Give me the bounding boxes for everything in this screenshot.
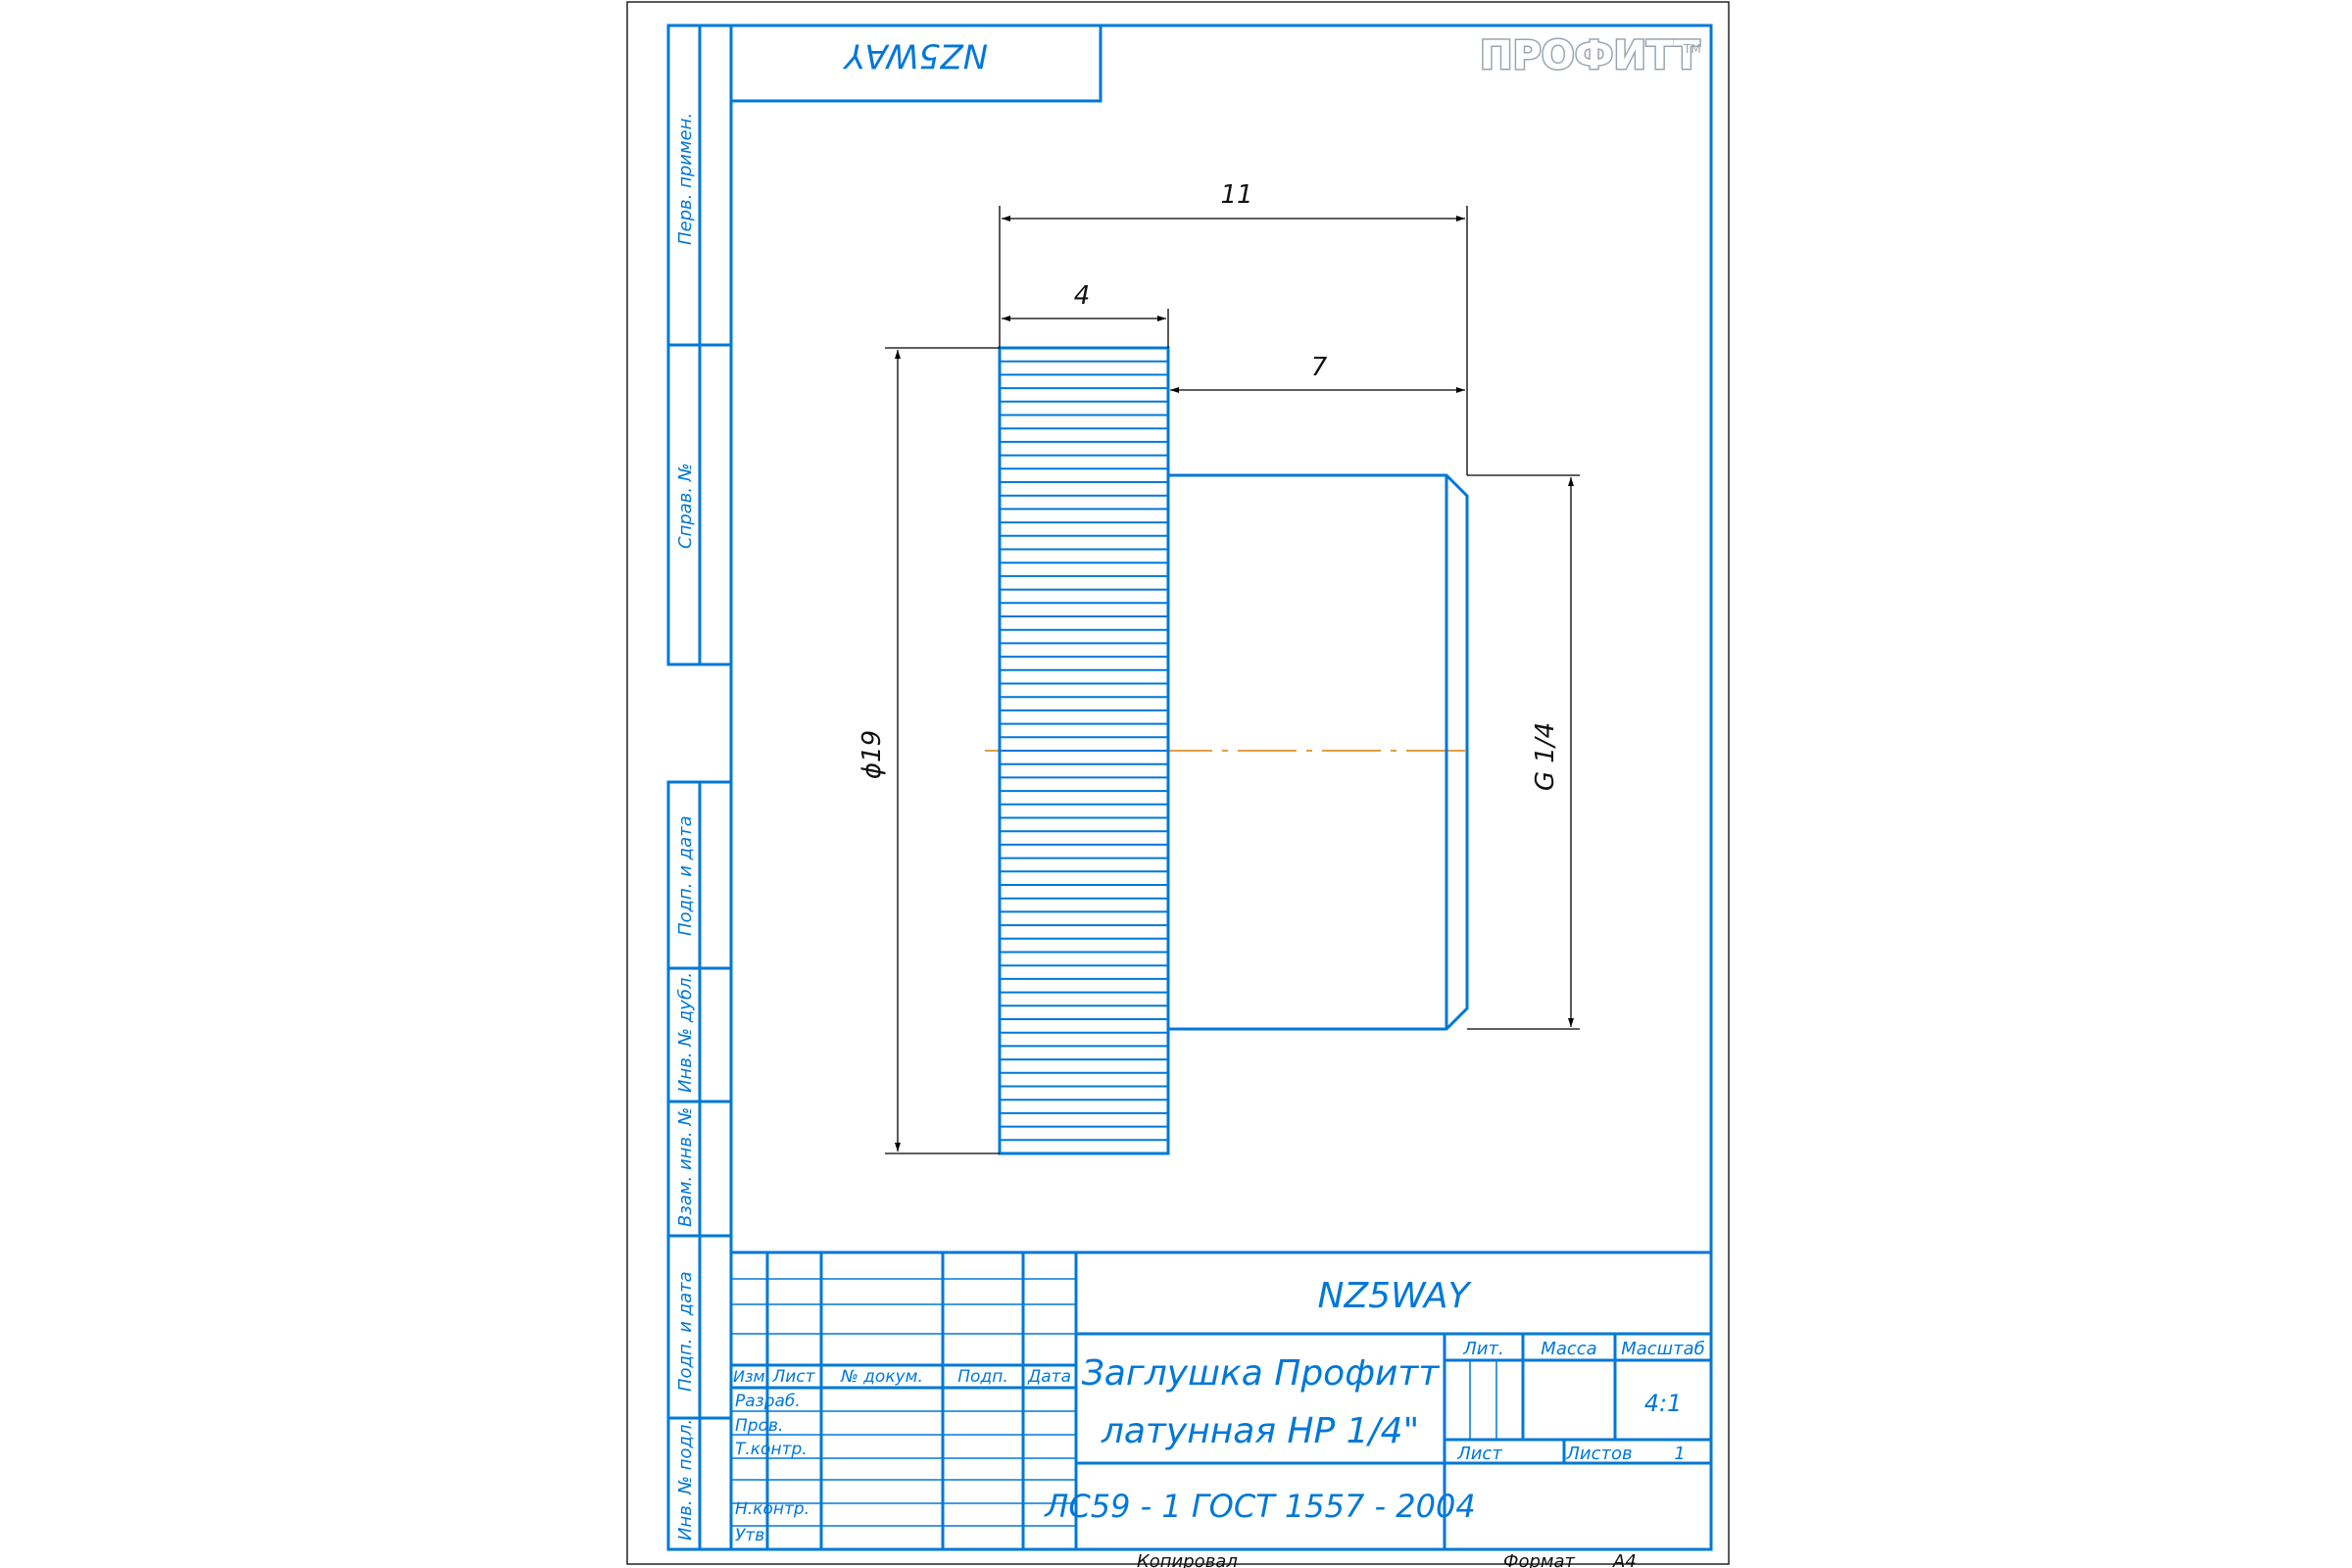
- side-label-first-use: Перв. примен.: [675, 113, 696, 245]
- dim-overall-length: 11: [1220, 180, 1252, 210]
- side-label-sign-date-2: Подп. и дата: [675, 1271, 696, 1392]
- title-name-line1: Заглушка Профитт: [1082, 1353, 1441, 1394]
- row-tkontr: Т.контр.: [735, 1440, 808, 1459]
- row-utv: Утв.: [735, 1526, 770, 1545]
- sheets-label: Листов: [1565, 1444, 1632, 1464]
- side-label-interchange-inv-no: Взам. инв. №: [675, 1107, 696, 1227]
- col-list: Лист: [771, 1367, 815, 1387]
- col-date: Дата: [1027, 1367, 1071, 1387]
- brand-logo-text: ПРОФИТТ: [1480, 33, 1700, 78]
- scale-label: Масштаб: [1621, 1339, 1705, 1359]
- mass-label: Масса: [1541, 1339, 1596, 1359]
- side-label-inv-no-dupl: Инв. № дубл.: [675, 972, 696, 1093]
- row-prov: Пров.: [735, 1416, 783, 1436]
- side-label-sign-date-1: Подп. и дата: [675, 815, 696, 936]
- title-block: [731, 1250, 1711, 1549]
- sheets-value: 1: [1674, 1444, 1685, 1464]
- mirrored-code-box: [729, 24, 1102, 103]
- title-material: ЛС59 - 1 ГОСТ 1557 - 2004: [1044, 1488, 1475, 1525]
- col-doc: № докум.: [840, 1367, 923, 1387]
- footer-format-label: Формат: [1503, 1551, 1576, 1568]
- title-code: NZ5WAY: [1318, 1276, 1473, 1316]
- title-name-line2: латунная НР 1/4": [1101, 1411, 1419, 1451]
- paper-border: [626, 1, 1730, 1565]
- scale-value: 4:1: [1644, 1390, 1683, 1417]
- mirrored-code: NZ5WAY: [843, 36, 989, 75]
- footer-copied: Копировал: [1137, 1551, 1238, 1568]
- brand-logo: ПРОФИТТ TM: [1479, 32, 1702, 80]
- threaded-shank: [1168, 473, 1469, 1031]
- dim-thread: G 1/4: [1531, 722, 1560, 791]
- sheet-label: Лист: [1456, 1444, 1502, 1464]
- title-block-thin-lines: [731, 1278, 1497, 1527]
- drawing-frame: [729, 24, 1713, 1551]
- brand-logo-tm: TM: [1683, 42, 1701, 56]
- col-izm: Изм.: [733, 1367, 770, 1386]
- lit-label: Лит.: [1462, 1339, 1503, 1359]
- dim-thread-length: 7: [1311, 353, 1328, 382]
- side-label-inv-no-orig: Инв. № подл.: [675, 1419, 696, 1541]
- side-columns: [666, 24, 733, 1551]
- footer-format-value: A4: [1612, 1551, 1637, 1568]
- dim-head-diameter: ϕ19: [858, 730, 887, 779]
- knurled-head: [998, 346, 1170, 1155]
- dim-head-length: 4: [1074, 281, 1091, 311]
- row-razrab: Разраб.: [735, 1392, 801, 1411]
- side-label-reference-no: Справ. №: [675, 463, 696, 549]
- col-sign: Подп.: [957, 1367, 1007, 1387]
- row-nkontr: Н.контр.: [735, 1499, 809, 1519]
